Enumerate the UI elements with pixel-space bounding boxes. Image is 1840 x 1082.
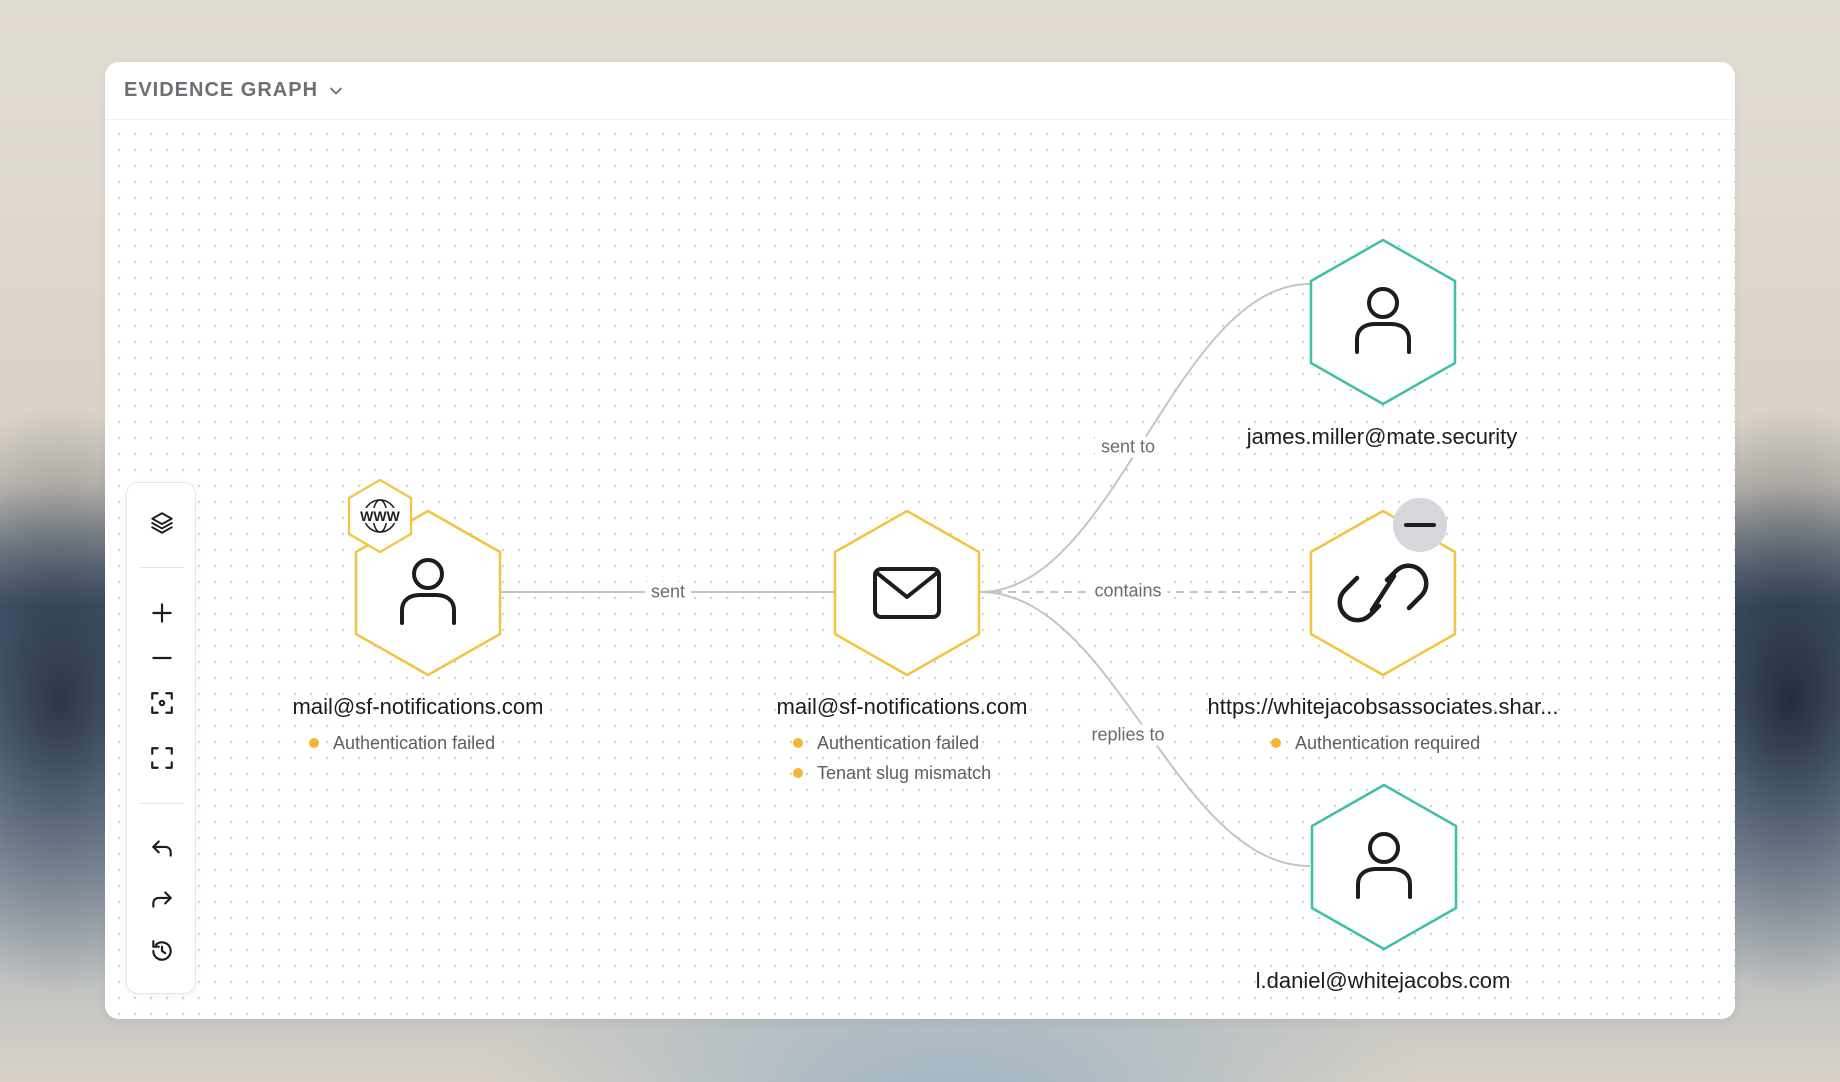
undo-button[interactable] bbox=[138, 827, 186, 869]
minus-icon bbox=[1404, 523, 1436, 527]
undo-icon bbox=[149, 835, 175, 861]
warning-tag: Authentication required bbox=[1271, 728, 1480, 758]
edge-label-replies-to: replies to bbox=[1085, 725, 1170, 746]
panel-title: EVIDENCE GRAPH bbox=[124, 79, 318, 102]
graph-toolbar bbox=[126, 482, 196, 994]
fullscreen-icon bbox=[149, 745, 175, 771]
toolbar-divider bbox=[140, 567, 184, 568]
node-email[interactable] bbox=[827, 507, 987, 679]
www-badge[interactable]: WWW bbox=[345, 477, 415, 555]
node-link-tags: Authentication required bbox=[1271, 728, 1480, 758]
zoom-in-button[interactable] bbox=[138, 592, 186, 634]
edge-label-sent: sent bbox=[645, 582, 691, 603]
focus-icon bbox=[149, 690, 175, 716]
warning-tag: Tenant slug mismatch bbox=[793, 758, 991, 788]
history-reset-icon bbox=[149, 938, 175, 964]
svg-text:WWW: WWW bbox=[360, 508, 400, 524]
node-recipient-reply[interactable] bbox=[1304, 781, 1464, 953]
node-recipient-reply-label: l.daniel@whitejacobs.com bbox=[1256, 968, 1511, 994]
warning-dot-icon bbox=[793, 768, 803, 778]
node-email-label: mail@sf-notifications.com bbox=[777, 694, 1028, 720]
warning-tag: Authentication failed bbox=[309, 728, 495, 758]
warning-dot-icon bbox=[309, 738, 319, 748]
zoom-out-button[interactable] bbox=[138, 637, 186, 679]
fullscreen-button[interactable] bbox=[138, 737, 186, 779]
layers-icon bbox=[149, 510, 175, 536]
edge-label-contains: contains bbox=[1088, 581, 1167, 602]
node-recipient-to-label: james.miller@mate.security bbox=[1247, 424, 1518, 450]
edge-label-sent-to: sent to bbox=[1095, 437, 1161, 458]
node-recipient-to[interactable] bbox=[1303, 236, 1463, 408]
redo-icon bbox=[149, 886, 175, 912]
warning-tag: Authentication failed bbox=[793, 728, 991, 758]
toolbar-divider bbox=[140, 803, 184, 804]
plus-icon bbox=[149, 600, 175, 626]
node-sender-label: mail@sf-notifications.com bbox=[293, 694, 544, 720]
node-email-tags: Authentication failed Tenant slug mismat… bbox=[793, 728, 991, 788]
warning-dot-icon bbox=[1271, 738, 1281, 748]
fit-view-button[interactable] bbox=[138, 682, 186, 724]
warning-dot-icon bbox=[793, 738, 803, 748]
redo-button[interactable] bbox=[138, 878, 186, 920]
graph-canvas[interactable]: sent sent to contains replies to bbox=[105, 120, 1735, 1019]
minus-icon bbox=[149, 645, 175, 671]
evidence-graph-panel: EVIDENCE GRAPH sent sent to contains rep… bbox=[105, 62, 1735, 1019]
layers-button[interactable] bbox=[138, 502, 186, 544]
collapse-node-button[interactable] bbox=[1393, 498, 1447, 552]
reset-button[interactable] bbox=[138, 930, 186, 972]
node-sender-tags: Authentication failed bbox=[309, 728, 495, 758]
panel-header: EVIDENCE GRAPH bbox=[105, 62, 1735, 120]
panel-dropdown-chevron-icon[interactable] bbox=[328, 83, 344, 99]
node-link-label: https://whitejacobsassociates.shar... bbox=[1208, 694, 1559, 720]
